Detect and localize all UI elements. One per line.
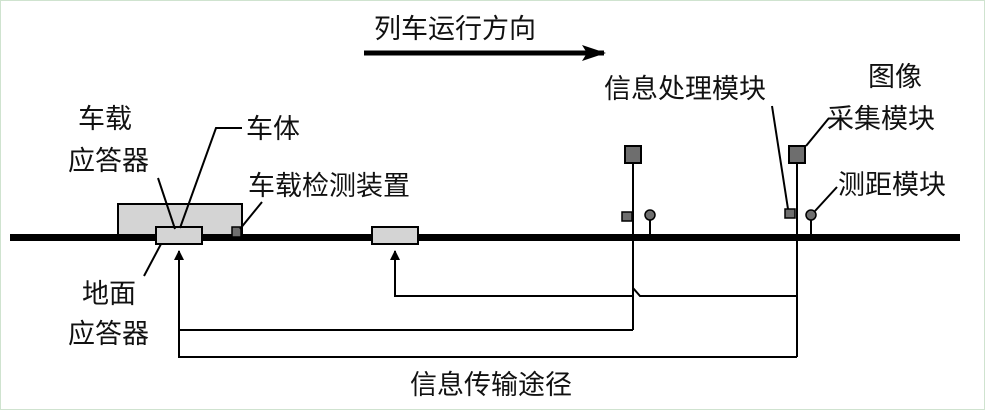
onboard-transponder-leader — [157, 177, 176, 230]
unit1-ranging-sensor — [644, 209, 656, 221]
unit2-info-processing-box — [784, 208, 796, 219]
ground-transponder-1 — [155, 226, 203, 245]
ranging-leader — [814, 186, 838, 212]
ground-transponder-label-line1: 地面 — [82, 279, 136, 310]
direction-label: 列车运行方向 — [374, 14, 536, 45]
transmission-path-label: 信息传输途径 — [410, 370, 572, 401]
onboard-transponder-label-line2: 应答器 — [68, 146, 149, 177]
info-processing-leader — [771, 105, 789, 210]
onboard-detector-box — [231, 226, 242, 238]
car-body-leader — [179, 127, 242, 229]
transmission-path-unit2-upper — [632, 287, 797, 297]
ground-transponder-label-line2: 应答器 — [68, 319, 149, 350]
image-capture-label-line1: 图像 — [868, 62, 922, 93]
transmission-path-unit1-to-transponder2 — [390, 250, 634, 297]
unit1-image-capture-box — [624, 145, 642, 164]
image-capture-leader — [805, 117, 830, 147]
info-processing-label: 信息处理模块 — [604, 74, 766, 105]
ground-transponder-2 — [371, 226, 419, 245]
image-capture-label-line2: 采集模块 — [827, 104, 935, 135]
transmission-path-unit2-lower — [178, 330, 797, 358]
track-rail — [10, 234, 960, 241]
ranging-label: 测距模块 — [838, 170, 946, 201]
onboard-detector-leader — [239, 201, 263, 230]
ground-transponder-leader — [143, 243, 162, 277]
onboard-detector-label: 车载检测装置 — [248, 171, 410, 202]
unit1-info-processing-box — [621, 211, 633, 222]
car-body-label: 车体 — [246, 114, 300, 145]
transmission-path-unit1-to-transponder1 — [174, 250, 633, 331]
onboard-transponder-label-line1: 车载 — [78, 104, 132, 135]
unit2-ranging-sensor — [805, 209, 817, 221]
unit2-image-capture-box — [788, 145, 806, 164]
